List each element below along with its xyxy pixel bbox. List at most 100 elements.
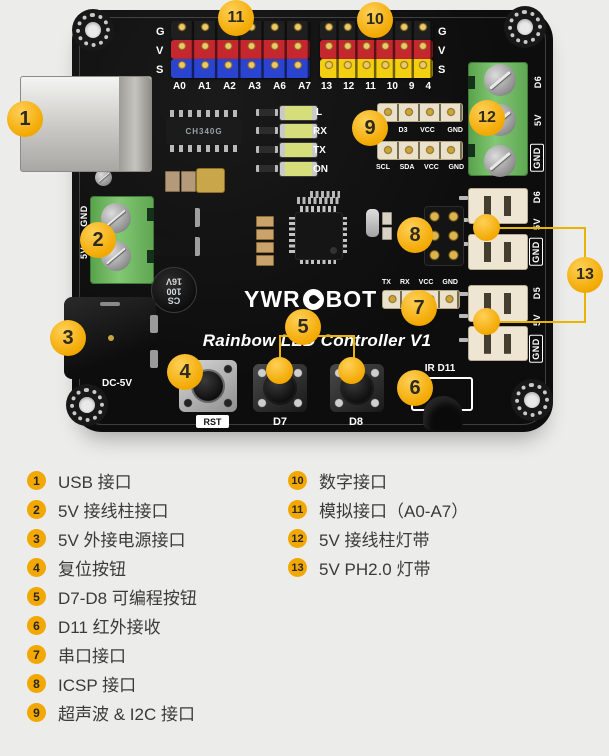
pin-label: SDA [399,164,415,171]
terminal-screw [484,64,516,96]
legend-badge: 12 [288,529,307,548]
led-label: TX [313,145,326,156]
callout-line [495,321,586,323]
legend-badge: 11 [288,500,307,519]
legend-item: 11 模拟接口（A0-A7） [288,495,468,524]
callout-1: 1 [7,101,43,137]
logo-text: BOT [325,286,378,312]
legend-item: 10 数字接口 [288,466,468,495]
legend-item: 9 超声波 & I2C 接口 [27,698,197,727]
pin-label: 9 [408,81,415,92]
smd-cap [382,227,392,240]
pin-label: VCC [424,164,439,171]
callout-5: 5 [285,309,321,345]
callout-11: 11 [218,0,254,36]
resistor [256,165,278,172]
qfp-pins [300,206,336,212]
pad-row [297,197,339,204]
terminal-notch [147,250,154,263]
callout-line [353,336,355,360]
row-label: V [156,45,164,57]
pin-label: GND [529,238,543,266]
legend-label: D11 红外接收 [58,618,161,637]
row-label: S [156,64,164,76]
diode [149,237,200,256]
digital-pin-labels: 13 12 11 10 9 4 [321,81,431,92]
pin-label: 10 [386,81,398,92]
callout-10: 10 [357,2,393,38]
legend-badge: 1 [27,471,46,490]
legend-badge: 13 [288,558,307,577]
legend-item: 5 D7-D8 可编程按钮 [27,582,197,611]
io-header-bottom [377,141,463,160]
row-label: G [438,26,447,38]
mounting-hole [511,379,553,421]
pin-label: GND [442,279,458,286]
pin-stub [459,292,468,296]
callout-line [495,227,586,229]
legend-badge: 10 [288,471,307,490]
legend-item: 12 5V 接线柱灯带 [288,524,468,553]
legend-label: USB 接口 [58,473,132,492]
callout-13: 13 [567,257,603,293]
pin-label: GND [447,127,463,134]
rst-label: RST [196,415,229,428]
logo-text: YWR [244,286,301,312]
legend-label: 串口接口 [58,647,126,666]
qfp-pins [341,217,347,253]
callout-dot [266,357,293,384]
resistor [256,216,274,227]
row-label: S [438,64,446,76]
row-label: V [438,45,446,57]
callout-4: 4 [167,354,203,390]
pin-label: GND [529,335,543,363]
callout-dot [338,357,365,384]
pin-label: D3 [398,127,408,134]
serial-header-labels: TX RX VCC GND [382,279,458,286]
led-label: L [316,107,323,118]
legend-left-column: 1 USB 接口 2 5V 接线柱接口 3 5V 外接电源接口 4 复位按钮 5… [27,466,197,727]
legend-label: 复位按钮 [58,560,126,579]
legend-label: 5V PH2.0 灯带 [319,560,431,579]
pin-label: D6 [532,190,542,204]
io-header-top-labels: D2 D3 VCC GND [377,127,463,134]
legend-badge: 8 [27,674,46,693]
callout-12: 12 [469,100,505,136]
terminal-notch [468,76,475,89]
pad-row [310,191,340,198]
mounting-hole [72,9,114,51]
legend-label: 5V 接线柱接口 [58,502,169,521]
legend-item: 3 5V 外接电源接口 [27,524,197,553]
qfp-pins [289,217,295,253]
pin-label: 12 [343,81,355,92]
resistor [256,242,274,253]
mcu-chip [295,212,343,260]
pin-stub [459,338,468,342]
mounting-hole [504,6,546,48]
legend-badge: 5 [27,587,46,606]
pin-label: A2 [223,81,236,92]
diode [149,208,200,227]
legend-label: 数字接口 [319,473,387,492]
resistor [256,146,278,153]
mounting-hole [66,384,108,426]
resistor [256,229,274,240]
terminal-notch [468,144,475,157]
crystal [366,209,379,237]
legend-label: 5V 外接电源接口 [58,531,186,550]
callout-7: 7 [401,290,437,326]
legend-label: ICSP 接口 [58,676,137,695]
pin-stub [459,314,468,318]
pin-label: A3 [248,81,261,92]
legend-badge: 4 [27,558,46,577]
callout-line [279,336,281,360]
io-header-bottom-labels: SCL SDA VCC GND [376,164,464,171]
pin-label: 5V [533,113,543,127]
pin-label: VCC [420,127,435,134]
analog-header-row-s [171,59,310,78]
pin-label: A7 [298,81,311,92]
pin-stub [459,196,468,200]
legend-label: D7-D8 可编程按钮 [58,589,197,608]
resistor [256,127,278,134]
